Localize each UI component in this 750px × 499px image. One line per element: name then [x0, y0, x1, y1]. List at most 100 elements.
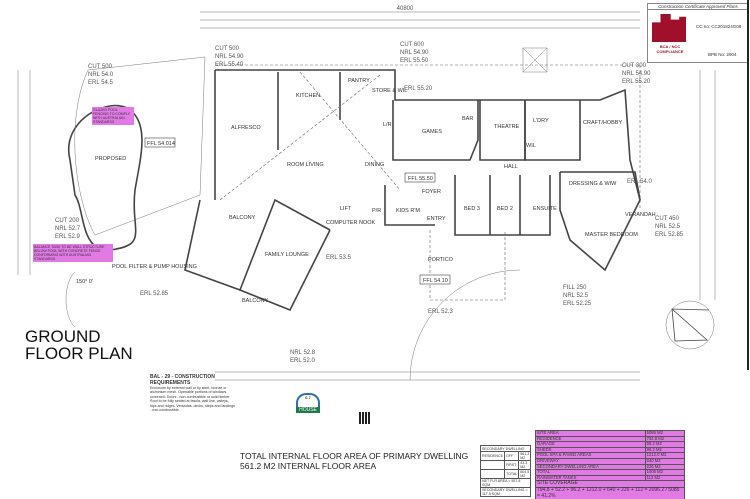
walls [184, 69, 641, 312]
ffl-label: FFL 54.014 [147, 141, 175, 147]
room-label: WIL [526, 143, 536, 149]
pool-deck-outline [74, 56, 206, 236]
table-cell: RESIDENCE [480, 451, 505, 461]
room-label: ALFRESCO [231, 125, 261, 131]
table-cell: 5085 M2 [644, 430, 686, 437]
north-arrow-icon [665, 300, 715, 350]
table-cell: 96.2 M2 [644, 446, 686, 454]
erl-label: ERL 52.0 [290, 358, 315, 364]
table-cell: NET FLR AREA = 557.8 SQM [479, 478, 532, 488]
energy-rating: 6.7 [296, 393, 320, 407]
cut-label: CUT 300 [622, 63, 647, 69]
ffl-label: FFL 54.10 [423, 278, 448, 284]
notes-body: Enclosure by external wall or by steel, … [150, 386, 235, 413]
nrl-label: NRL 54.90 [215, 54, 244, 60]
table-cell: 58.2 M2 [644, 441, 686, 448]
nrl-label: NRL 54.0 [88, 72, 114, 78]
angle-arc [65, 271, 76, 328]
room-label: KIDS R'M [396, 208, 420, 214]
table-cell: 640 M2 [644, 458, 686, 465]
qr-code-icon [359, 412, 371, 424]
table-cell [480, 469, 505, 479]
table-cell: 604.5 M2 [518, 469, 532, 479]
erl-label: ERL 52.85 [140, 291, 169, 297]
title-line: FLOOR PLAN [25, 344, 133, 363]
erl-label: ERL 52.9 [55, 234, 80, 240]
building-logo-icon [652, 14, 686, 42]
room-label: L'DRY [533, 118, 549, 124]
room-label: THEATRE [494, 124, 520, 130]
table-cell: FIRST [503, 460, 520, 470]
room-label: ROOM LIVING [287, 162, 324, 168]
void-cross-icon [522, 47, 548, 73]
room-label: L/R [383, 122, 392, 128]
room-label: VERANDAH [625, 212, 656, 218]
nrl-label: NRL 52.5 [655, 224, 681, 230]
room-label: BED 2 [497, 206, 513, 212]
nrl-label: NRL 52.5 [563, 293, 589, 299]
erl-label: ERL 54.0 [627, 179, 652, 185]
sheet-border [747, 0, 749, 370]
house-energy-logo: 6.7 HOUSE [296, 393, 320, 423]
table-cell: TOTAL [503, 469, 520, 479]
room-label: BALCONY [229, 215, 256, 221]
title-line: GROUND [25, 327, 101, 346]
pool-note: POOL FILTER & PUMP HOUSING [112, 264, 197, 270]
room-label: GAMES [422, 129, 442, 135]
approval-stamp: Construction Certificate Approved Plans … [647, 3, 749, 63]
room-label: BALCONY [242, 298, 269, 304]
table-cell: GFF [503, 451, 520, 461]
table-cell: 561.2 M2 [518, 451, 532, 461]
bpb-number: BPB No: 2904 [708, 52, 737, 57]
bal-notes: BAL - 29 - CONSTRUCTION REQUIREMENTS Enc… [150, 374, 235, 413]
room-label: BED 3 [464, 206, 480, 212]
dimension-lines [17, 11, 716, 381]
room-label: KITCHEN [296, 93, 320, 99]
floor-area-summary: TOTAL INTERNAL FLOOR AREA OF PRIMARY DWE… [240, 451, 469, 471]
erl-label: ERL 55.50 [400, 58, 429, 64]
room-label: ENTRY [427, 216, 446, 222]
room-label: HALL [504, 164, 518, 170]
room-label: PROPOSED [95, 156, 126, 162]
cut-label: CUT 500 [88, 64, 113, 70]
table-cell: 43.3 M2 [518, 460, 532, 470]
room-label: DINING [365, 162, 384, 168]
erl-label: ERL 53.5 [326, 255, 351, 261]
erl-label: ERL 55.20 [404, 86, 433, 92]
cut-label: CUT 200 [55, 218, 80, 224]
slab-outline [215, 64, 641, 210]
table-cell [480, 460, 505, 470]
table-cell: 1005 M2 [644, 469, 686, 476]
table-cell: 794.8 M2 [644, 435, 686, 443]
compliance-logo-text: BCA / NCC COMPLIANCE [656, 44, 684, 54]
balance-tank-note: BALANCE TANK TO BE WALL STRUCTURE BELOW … [33, 244, 113, 262]
cc-number: CC no: CC201824G08 [696, 24, 742, 29]
erl-label: ERL 52.85 [655, 232, 684, 238]
driveway-arc [409, 269, 521, 381]
table-cell: SECONDARY DWELLING = 117.5 SQM [479, 487, 532, 497]
room-label: CRAFT/HOBBY [583, 120, 622, 126]
pool-fence-note: GLAZED POOL FENCING TO COMPLY WITH AUSTR… [92, 107, 134, 125]
site-coverage-calc: 794.8 + 52.2 + 96.2 + 1212.0 + 640 + 226… [535, 486, 685, 499]
house-badge: HOUSE [296, 407, 320, 413]
area-line: 561.2 M2 INTERNAL FLOOR AREA [240, 460, 377, 471]
fill-label: FILL 250 [563, 285, 587, 291]
cut-label: CUT 500 [215, 46, 240, 52]
table-cell: 1212.0 M2 [644, 452, 686, 459]
nrl-label: NRL 54.90 [622, 71, 651, 77]
angle-label: 150° 0' [76, 279, 93, 285]
nrl-label: NRL 52.7 [55, 226, 81, 232]
erl-label: ERL 55.20 [622, 79, 651, 85]
nrl-label: NRL 54.90 [400, 50, 429, 56]
cut-label: CUT 450 [655, 216, 680, 222]
erl-label: ERL 52.3 [428, 309, 453, 315]
nrl-label: NRL 52.8 [290, 350, 316, 356]
room-label: PANTRY [348, 78, 370, 84]
area-line: TOTAL INTERNAL FLOOR AREA OF PRIMARY DWE… [240, 451, 469, 461]
room-label: ENSUITE [533, 206, 557, 212]
room-label: COMPUTER NOOK [326, 220, 376, 226]
